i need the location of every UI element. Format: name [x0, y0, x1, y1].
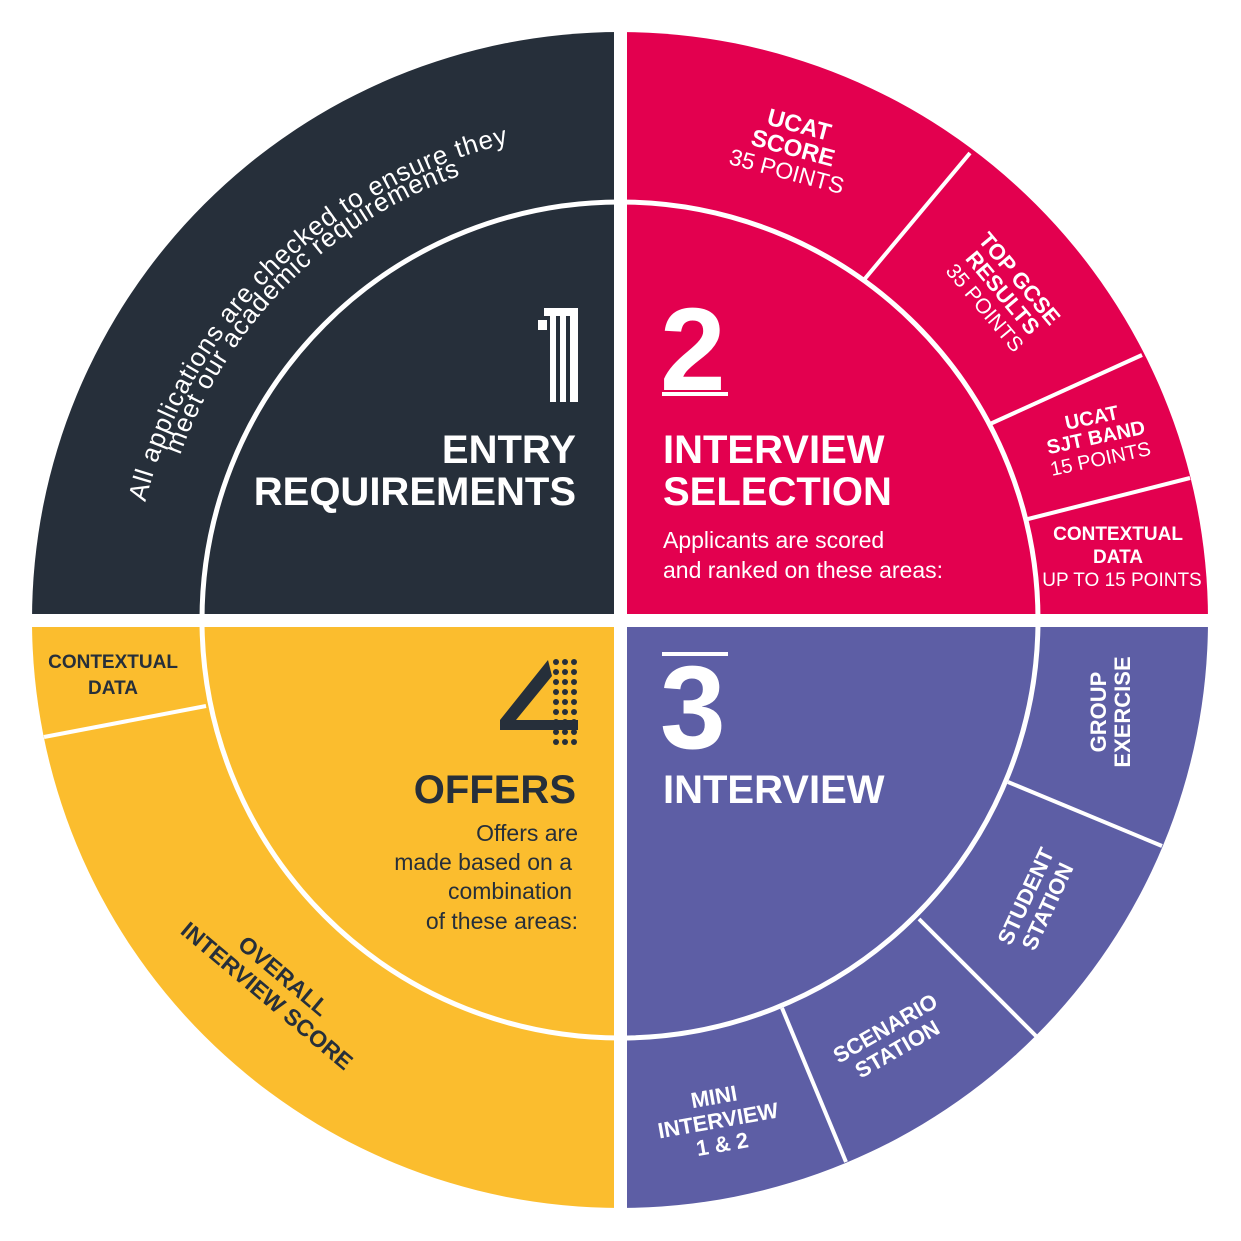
svg-text:UP TO 15 POINTS: UP TO 15 POINTS: [1042, 570, 1201, 591]
svg-text:2: 2: [660, 284, 726, 416]
offers-divider: [43, 704, 207, 739]
segment-contextual-data-selection: CONTEXTUAL DATA UP TO 15 POINTS: [1042, 524, 1201, 591]
offers-title: OFFERS: [414, 768, 576, 812]
selection-dividers: [861, 151, 1191, 522]
selection-desc-line1: Applicants are scored: [663, 527, 884, 553]
svg-text:DATA: DATA: [1093, 547, 1143, 568]
svg-text:GROUP: GROUP: [1086, 672, 1111, 753]
offers-quadrant: [32, 627, 614, 1208]
svg-text:CONTEXTUAL: CONTEXTUAL: [1053, 524, 1183, 545]
selection-desc-line2: and ranked on these areas:: [663, 557, 943, 583]
entry-number: [538, 308, 578, 402]
entry-quadrant: [32, 32, 614, 614]
interview-dividers: [780, 780, 1163, 1163]
offers-desc-line3: combination: [448, 878, 572, 904]
entry-title-line1: ENTRY: [442, 428, 576, 472]
offers-number: [500, 659, 578, 745]
svg-text:EXERCISE: EXERCISE: [1110, 656, 1135, 767]
segment-contextual-data-offers: CONTEXTUAL DATA: [48, 652, 178, 699]
svg-text:3: 3: [660, 642, 726, 774]
entry-title-line2: REQUIREMENTS: [254, 470, 576, 514]
offers-desc-line1: Offers are: [476, 820, 578, 846]
selection-title-line1: INTERVIEW: [663, 428, 885, 472]
selection-title-line2: SELECTION: [663, 470, 892, 514]
selection-number: 2: [660, 284, 728, 416]
svg-text:CONTEXTUAL: CONTEXTUAL: [48, 652, 178, 673]
interview-title: INTERVIEW: [663, 768, 885, 812]
offers-desc-line2: made based on a: [394, 849, 572, 875]
interview-number: 3: [660, 642, 728, 774]
segment-group-exercise: GROUP EXERCISE: [1086, 656, 1135, 767]
svg-text:DATA: DATA: [88, 678, 138, 699]
offers-desc-line4: of these areas:: [426, 908, 578, 934]
